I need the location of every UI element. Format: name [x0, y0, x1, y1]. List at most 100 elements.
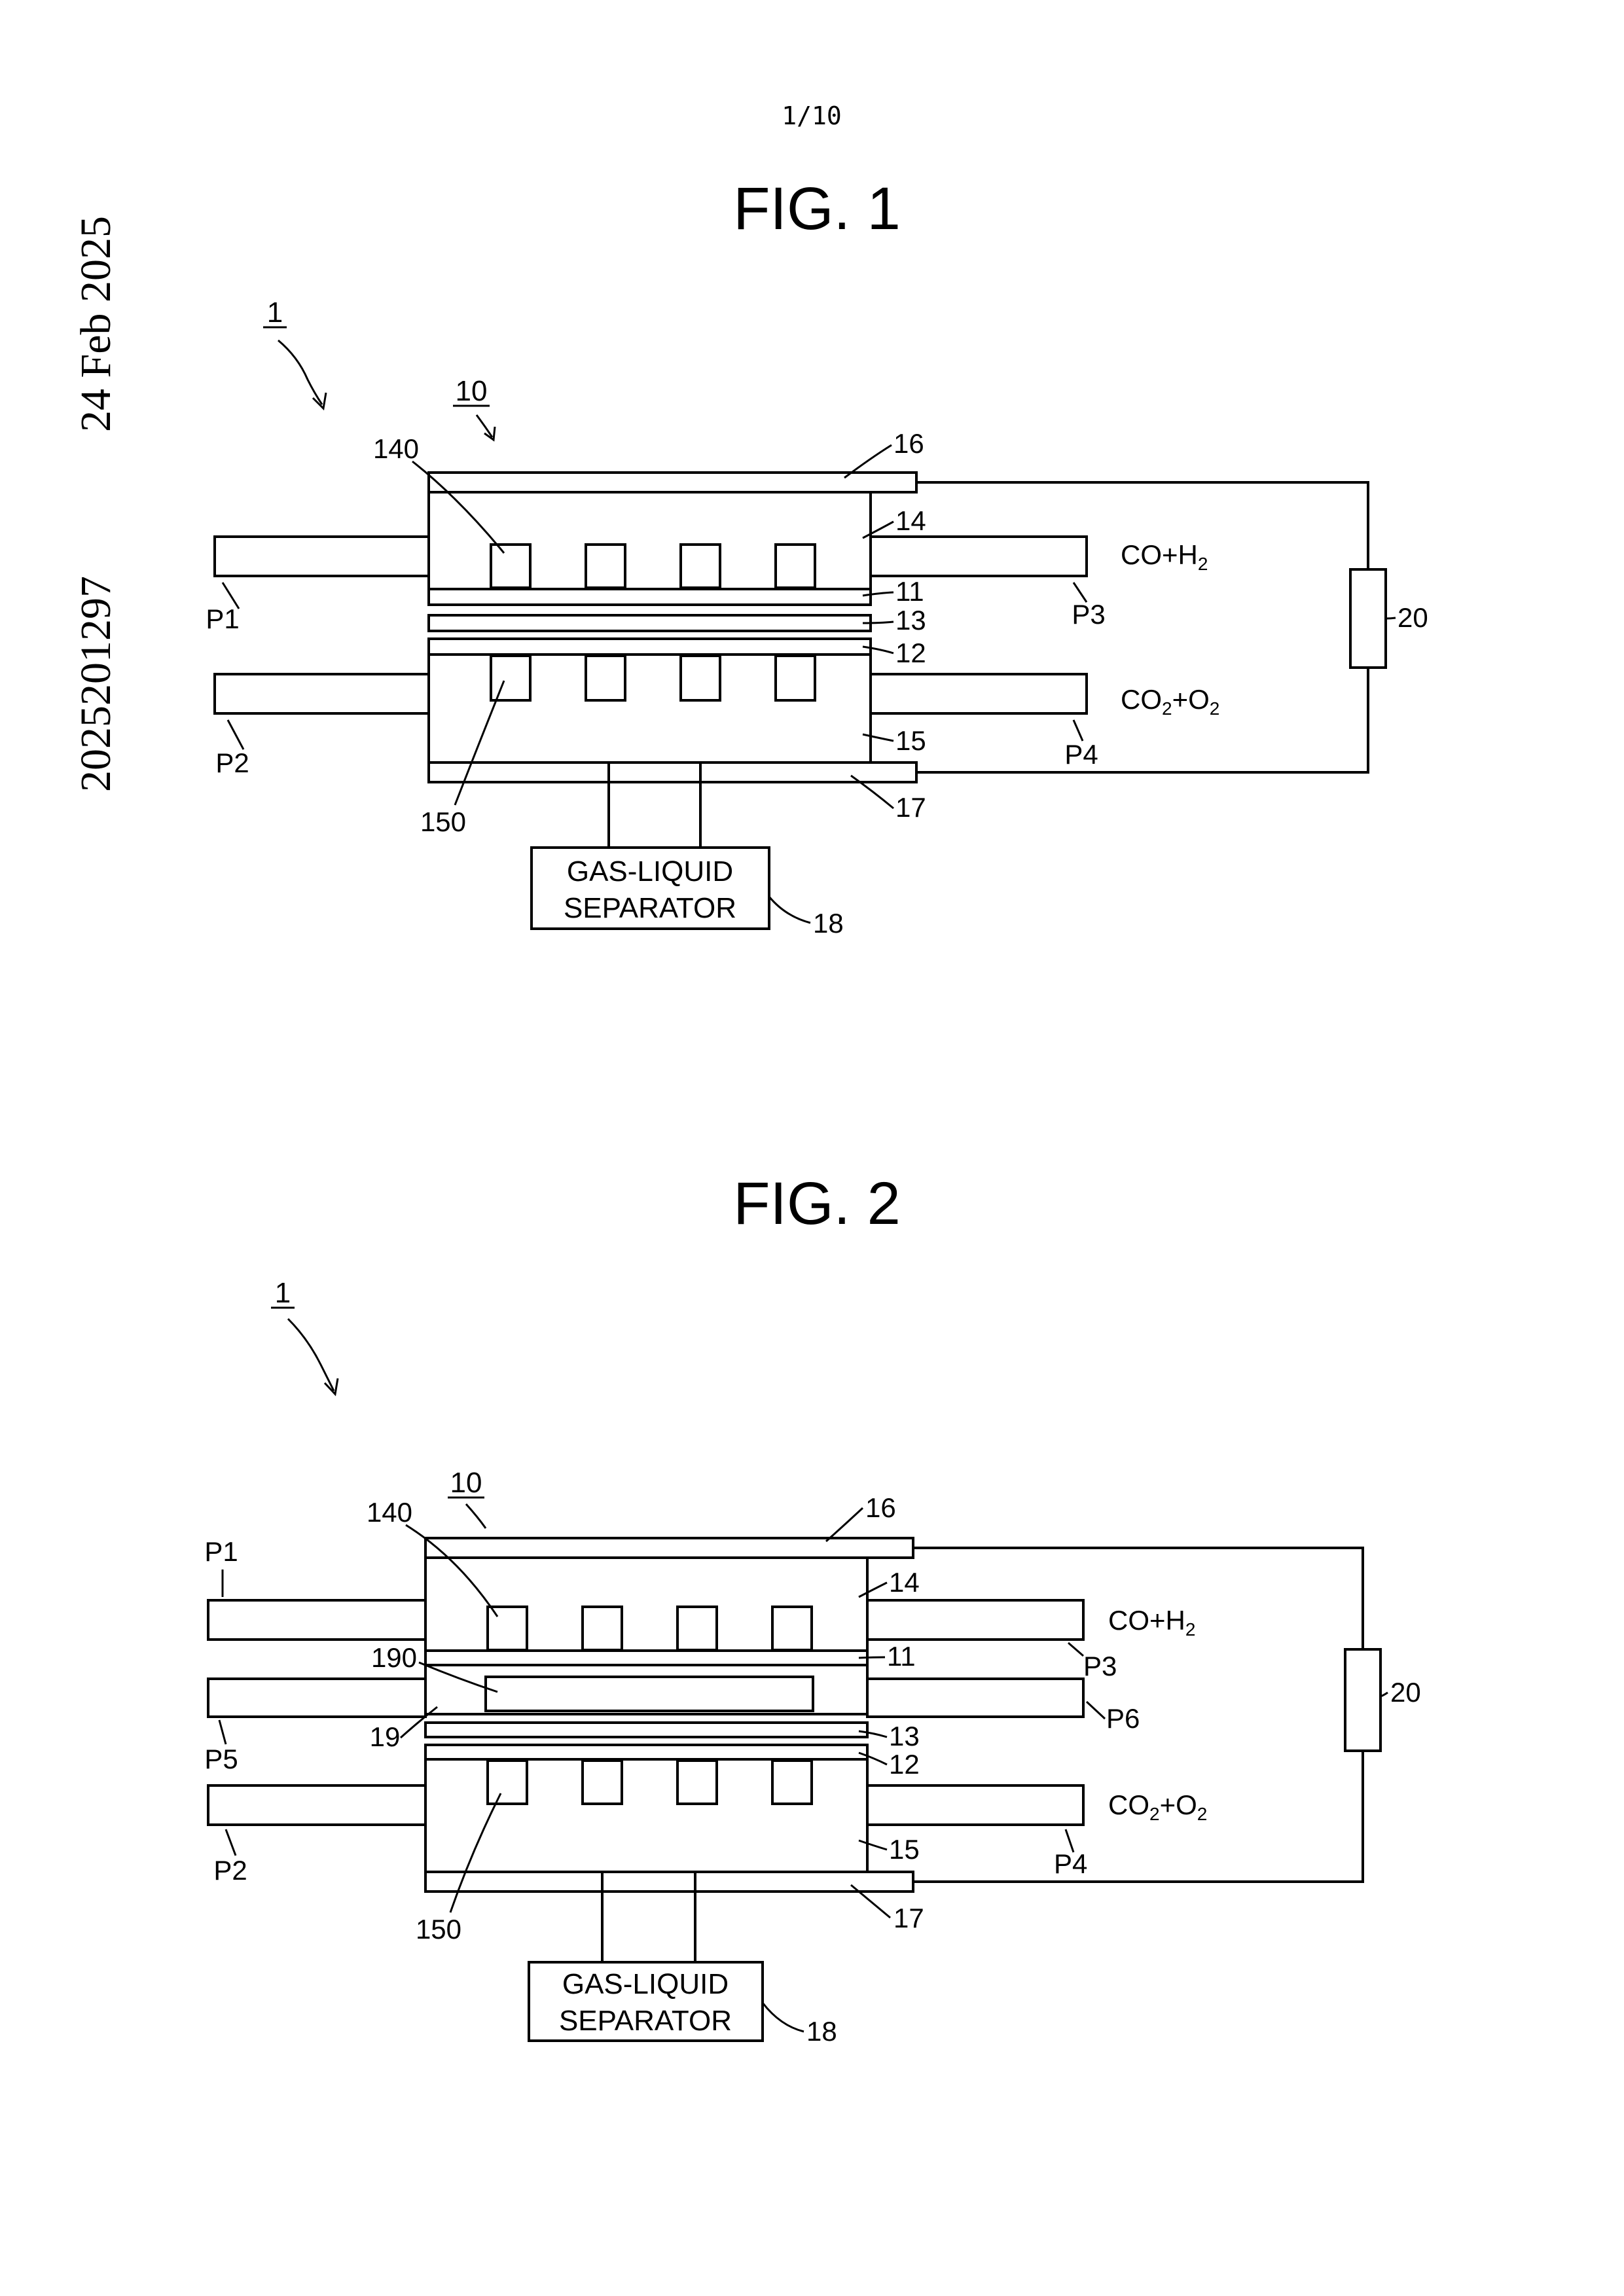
- application-number: 2025201297: [72, 576, 120, 792]
- pipe-p5: [208, 1679, 425, 1717]
- label-p2: P2: [215, 747, 249, 778]
- label-system: 1: [275, 1277, 291, 1309]
- label-18: 18: [813, 908, 844, 939]
- membrane-13: [425, 1723, 867, 1737]
- pipe-p2: [208, 1785, 425, 1825]
- external-wire: [916, 482, 1368, 772]
- label-p4: P4: [1064, 739, 1098, 770]
- label-150: 150: [416, 1914, 461, 1945]
- label-13: 13: [895, 605, 926, 636]
- leader-line: [863, 647, 893, 653]
- pipe-p4: [871, 674, 1087, 713]
- layer-11: [429, 589, 871, 605]
- leader-line: [288, 1319, 334, 1391]
- separator-pipes: [602, 1872, 695, 1962]
- label-p3: P3: [1072, 599, 1105, 630]
- pipe-p1: [208, 1600, 425, 1640]
- flow-plate-15: [425, 1759, 867, 1872]
- figure-title: FIG. 2: [733, 1170, 901, 1237]
- label-14: 14: [889, 1567, 920, 1598]
- label-15: 15: [895, 725, 926, 756]
- output-gas-top: CO+H2: [1121, 539, 1208, 574]
- label-p2: P2: [213, 1855, 247, 1886]
- leader-line: [1087, 1702, 1105, 1719]
- channel-190: [486, 1677, 813, 1711]
- leader-line: [859, 1840, 887, 1850]
- label-17: 17: [893, 1903, 924, 1933]
- label-12: 12: [889, 1749, 920, 1780]
- pipe-p1: [215, 537, 429, 576]
- leader-line: [226, 1829, 236, 1856]
- label-16: 16: [893, 428, 924, 459]
- leader-line: [1068, 1643, 1083, 1656]
- label-p1: P1: [206, 603, 239, 634]
- output-gas-bottom: CO2+O2: [1108, 1789, 1207, 1824]
- label-p3: P3: [1083, 1651, 1117, 1681]
- electrode-plate-17: [425, 1872, 913, 1892]
- leader-line: [228, 720, 244, 749]
- separator-label-line1: GAS-LIQUID: [567, 855, 733, 888]
- figure-1: FIG. 1 1 10: [206, 175, 1428, 939]
- leader-line: [863, 622, 893, 623]
- filing-date: 24 Feb 2025: [72, 216, 120, 432]
- leader-line: [763, 2003, 804, 2032]
- label-20: 20: [1390, 1677, 1421, 1708]
- leader-line: [1074, 720, 1083, 741]
- label-16: 16: [865, 1492, 896, 1523]
- label-cell: 10: [450, 1467, 482, 1499]
- flow-plate-14: [425, 1558, 867, 1651]
- flow-channels-150: [488, 1761, 812, 1804]
- layer-12: [429, 639, 871, 655]
- label-p5: P5: [204, 1744, 238, 1774]
- pipe-p2: [215, 674, 429, 713]
- output-gas-top: CO+H2: [1108, 1605, 1195, 1640]
- label-11: 11: [887, 1641, 916, 1672]
- leader-line: [863, 734, 893, 741]
- label-13: 13: [889, 1721, 920, 1751]
- label-p6: P6: [1106, 1703, 1140, 1734]
- load-20: [1350, 569, 1386, 668]
- membrane-13: [429, 615, 871, 631]
- separator-label-line2: SEPARATOR: [559, 2005, 732, 2037]
- separator-pipes: [609, 762, 700, 848]
- label-15: 15: [889, 1834, 920, 1865]
- leader-line: [219, 1720, 226, 1744]
- load-20: [1345, 1649, 1380, 1751]
- label-12: 12: [895, 637, 926, 668]
- label-p4: P4: [1054, 1848, 1087, 1879]
- label-18: 18: [806, 2016, 837, 2047]
- label-140: 140: [373, 433, 419, 464]
- label-17: 17: [895, 792, 926, 823]
- leader-line: [278, 340, 322, 404]
- leader-line: [859, 1657, 885, 1658]
- leader-line: [769, 897, 810, 923]
- leader-line: [466, 1504, 486, 1528]
- label-150: 150: [420, 806, 466, 837]
- figure-2: FIG. 2 1 10: [204, 1170, 1420, 2047]
- flow-plate-15: [429, 655, 871, 762]
- label-14: 14: [895, 505, 926, 536]
- separator-label-line1: GAS-LIQUID: [562, 1968, 729, 2000]
- layer-11: [425, 1651, 867, 1665]
- electrode-plate-16: [425, 1538, 913, 1558]
- page-number: 1/10: [782, 101, 842, 130]
- pipe-p3: [871, 537, 1087, 576]
- pipe-p6: [867, 1679, 1083, 1717]
- label-20: 20: [1398, 602, 1428, 633]
- leader-line: [455, 681, 504, 805]
- electrode-plate-16: [429, 473, 916, 492]
- pipe-p4: [867, 1785, 1083, 1825]
- figure-title: FIG. 1: [733, 175, 901, 242]
- leader-line: [859, 1583, 887, 1597]
- label-system: 1: [267, 296, 283, 329]
- leader-line: [863, 592, 893, 596]
- leader-line: [851, 776, 893, 808]
- label-p1: P1: [204, 1536, 238, 1567]
- electrode-plate-17: [429, 762, 916, 782]
- label-cell: 10: [456, 375, 488, 407]
- leader-line: [851, 1885, 890, 1918]
- pipe-p3: [867, 1600, 1083, 1640]
- leader-line: [826, 1508, 863, 1541]
- output-gas-bottom: CO2+O2: [1121, 684, 1219, 719]
